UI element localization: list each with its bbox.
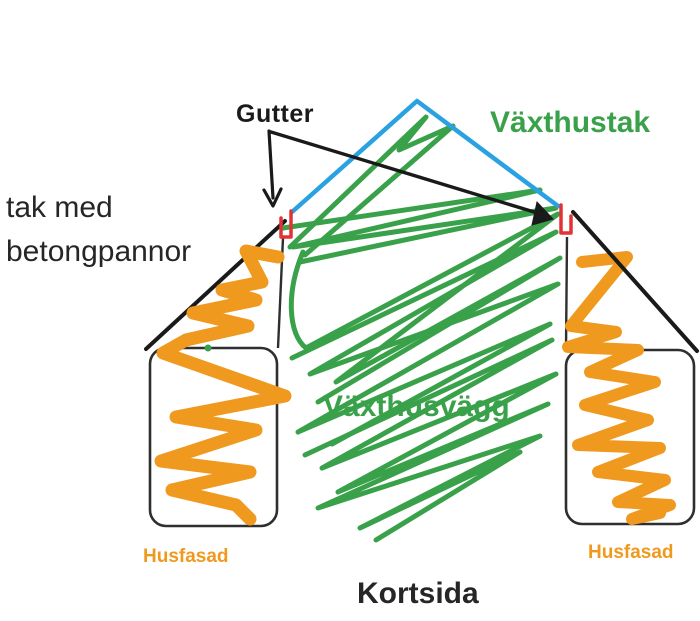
gutter-arrow-right — [269, 130, 554, 226]
right-wall-line — [564, 236, 569, 351]
left-gutter-mark — [279, 209, 293, 239]
green-scribble-top — [287, 114, 456, 258]
arrowhead-right-icon — [531, 200, 554, 226]
green-scribble-upper — [280, 187, 559, 265]
green-scribble-mid-upper — [288, 211, 563, 405]
gutter-arrow-down — [262, 129, 283, 208]
greenhouse-wall-scribble — [204, 114, 563, 543]
house-facade-label-right: Husfasad — [588, 542, 674, 563]
right-gutter-mark — [559, 203, 573, 235]
arrowhead-down-icon — [262, 187, 283, 208]
gutter-label: Gutter — [236, 100, 314, 128]
house-facade-label-left: Husfasad — [143, 546, 229, 567]
right-tile-roof-line — [571, 210, 699, 353]
green-dot — [204, 344, 212, 352]
greenhouse-roof-label: Växthustak — [490, 106, 651, 139]
left-facade-box — [148, 346, 279, 528]
green-scribble-mid-lower — [289, 229, 561, 447]
tile-roof-label: tak med betongpannor — [6, 191, 192, 268]
greenhouse-wall-label: Växthusvägg — [323, 390, 510, 423]
green-scribble-bottom — [302, 337, 559, 543]
left-tile-roof-line — [144, 219, 287, 351]
greenhouse-roof-outline — [289, 98, 561, 215]
right-facade-scribble — [562, 251, 676, 525]
short-side-label: Kortsida — [357, 577, 479, 610]
left-facade-scribble — [154, 244, 292, 526]
